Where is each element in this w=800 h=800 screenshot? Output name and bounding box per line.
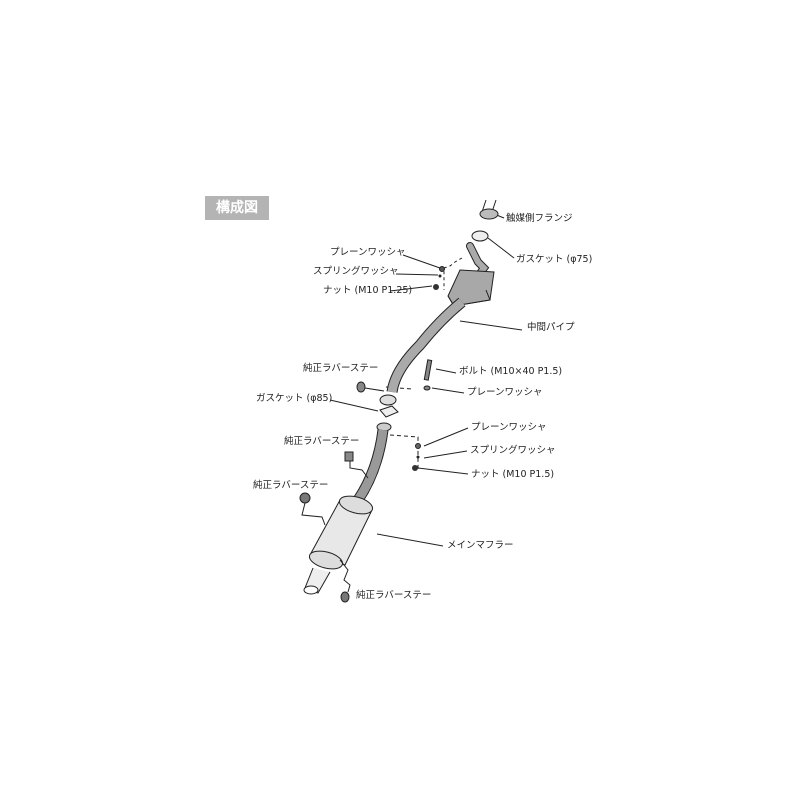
- rubber-stay-icon: [344, 451, 354, 462]
- nut-icon: [433, 284, 439, 290]
- label-center-pipe: 中間パイプ: [527, 322, 575, 333]
- spring-washer-icon: [416, 455, 420, 459]
- leader-line: [402, 254, 441, 269]
- catalyst-flange-icon: [479, 208, 499, 220]
- label-gasket-85: ガスケット (φ85): [256, 393, 333, 404]
- label-catalyst-flange: 触媒側フランジ: [506, 213, 573, 224]
- label-bolt: ボルト (M10×40 P1.5): [459, 366, 563, 377]
- leader-line: [423, 427, 469, 447]
- leader-line: [389, 285, 433, 292]
- leader-line: [395, 273, 439, 276]
- rubber-stay-icon: [356, 381, 366, 393]
- label-nut-125: ナット (M10 P1.25): [323, 285, 413, 296]
- label-plain-washer-3: プレーンワッシャ: [471, 422, 547, 433]
- plain-washer-icon: [415, 443, 421, 449]
- label-plain-washer-2: プレーンワッシャ: [467, 387, 543, 398]
- leader-line: [435, 368, 457, 374]
- spring-washer-icon: [438, 274, 442, 278]
- leader-line: [423, 450, 468, 459]
- gasket-75-icon: [471, 230, 489, 242]
- leader-line: [487, 237, 515, 259]
- label-main-muffler: メインマフラー: [447, 540, 514, 551]
- rubber-stay-icon: [340, 591, 350, 603]
- diagram-title: 構成図: [205, 196, 269, 220]
- gasket-85-icon: [379, 405, 399, 418]
- label-rubber-stay-3: 純正ラバーステー: [253, 480, 329, 491]
- leader-line: [417, 467, 469, 475]
- label-nut-15: ナット (M10 P1.5): [471, 469, 555, 480]
- rubber-stay-icon: [299, 492, 311, 504]
- nut-icon: [412, 465, 418, 471]
- plain-washer-icon: [423, 385, 431, 391]
- leader-line: [376, 533, 444, 547]
- label-spring-washer-2: スプリングワッシャ: [470, 445, 556, 456]
- label-rubber-stay-4: 純正ラバーステー: [356, 590, 432, 601]
- label-rubber-stay-2: 純正ラバーステー: [284, 436, 360, 447]
- center-pipe-icon: [387, 298, 465, 393]
- bolt-icon: [423, 359, 433, 381]
- leader-line: [329, 399, 379, 412]
- label-spring-washer-1: スプリングワッシャ: [313, 266, 399, 277]
- plain-washer-icon: [439, 266, 445, 272]
- leader-line: [431, 387, 465, 394]
- leader-line: [459, 320, 523, 331]
- label-plain-washer-1: プレーンワッシャ: [330, 247, 406, 258]
- label-rubber-stay-1: 純正ラバーステー: [303, 363, 379, 374]
- label-gasket-75: ガスケット (φ75): [516, 254, 593, 265]
- rear-pipe-icon: [354, 429, 388, 503]
